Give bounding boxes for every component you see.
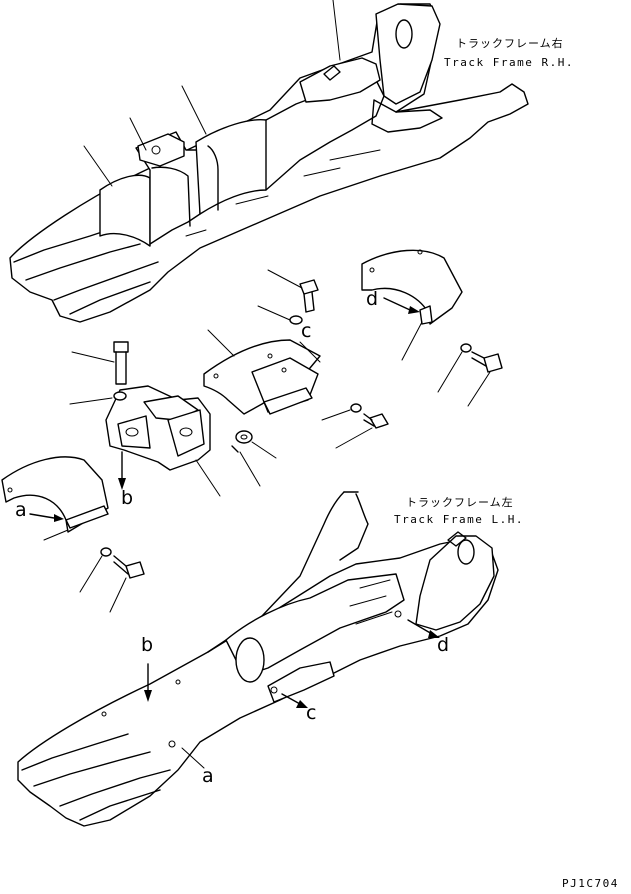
- track-frame-rh: [9, 0, 529, 323]
- callout-a-lower: a: [202, 765, 214, 787]
- half-cover-left: [1, 456, 109, 541]
- callout-d-upper: d: [366, 288, 379, 310]
- callout-c-lower: c: [306, 702, 317, 724]
- arrow-b-upper: [118, 451, 126, 490]
- frame-lh-jp-label: トラックフレーム左: [406, 496, 514, 509]
- mounting-bracket: [105, 385, 221, 497]
- nut-middle: [231, 430, 277, 487]
- callout-a-upper: a: [15, 499, 27, 521]
- cover-plate: [203, 329, 321, 415]
- drawing-number: PJ1C704: [562, 877, 619, 890]
- bolt-washer-right: [437, 343, 503, 407]
- callout-b-upper: b: [121, 487, 134, 509]
- callout-d-lower: d: [437, 634, 450, 656]
- frame-rh-en-label: Track Frame R.H.: [444, 56, 574, 69]
- bolt-left: [71, 341, 129, 385]
- washer-upper: [257, 305, 303, 325]
- bolt-upper: [267, 269, 319, 313]
- callout-c-upper: c: [301, 320, 312, 342]
- frame-rh-jp-label: トラックフレーム右: [456, 37, 564, 50]
- frame-lh-en-label: Track Frame L.H.: [394, 513, 524, 526]
- callout-b-lower: b: [141, 634, 154, 656]
- bolt-washer-left-lower: [79, 547, 145, 613]
- half-cover-right: [361, 249, 463, 361]
- track-frame-lh: [17, 491, 499, 827]
- washer-left: [69, 391, 127, 405]
- bolt-washer-middle-right: [321, 403, 389, 449]
